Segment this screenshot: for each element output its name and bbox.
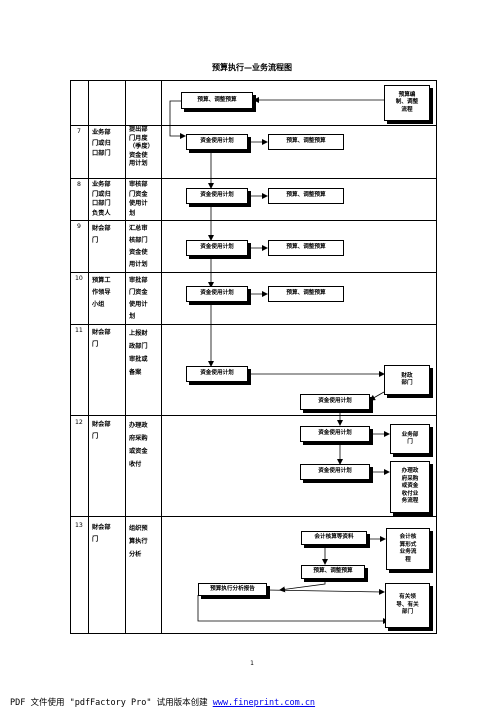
budget-adjust-box: 预算、调整预算 xyxy=(268,286,344,302)
row-divider xyxy=(70,415,437,416)
row-divider xyxy=(70,220,437,221)
step-number: 12 xyxy=(75,419,83,426)
budget-adjust-box: 预算、调整预算 xyxy=(268,240,344,256)
analysis-report-box: 预算执行分析报告 xyxy=(198,583,267,596)
task-cell: 提出部 门月度 （季度） 资金使 用计划 xyxy=(129,126,154,168)
fund-plan-box: 资金使用计划 xyxy=(186,134,248,150)
task-cell: 上报财 政部门 审批或 备案 xyxy=(129,330,148,376)
page-number: 1 xyxy=(250,660,254,667)
row-divider xyxy=(70,272,437,273)
step-number: 10 xyxy=(75,275,83,282)
column-divider xyxy=(88,80,89,634)
step-number: 8 xyxy=(77,181,81,188)
budget-compile-flow-box: 预算编 制、调整 流程 xyxy=(384,85,430,121)
procurement-flow-box: 办理政 府采购 或资金 收付业 务流程 xyxy=(390,461,430,513)
department-cell: 业务部 门或归 口部门 xyxy=(92,129,111,157)
flow-table xyxy=(70,80,437,634)
department-cell: 预算工 作领导 小组 xyxy=(92,277,111,308)
department-cell: 财会部 门 xyxy=(92,421,111,440)
fund-plan-box: 资金使用计划 xyxy=(300,394,370,410)
task-cell: 审批部 门资金 使用计 划 xyxy=(129,277,148,320)
task-cell: 汇总审 核部门 资金使 用计划 xyxy=(129,225,148,268)
fund-plan-box: 资金使用计划 xyxy=(186,188,248,204)
step-number: 7 xyxy=(77,128,81,135)
fund-plan-box: 资金使用计划 xyxy=(186,366,248,382)
footer-text: PDF 文件使用 "pdfFactory Pro" 试用版本创建 xyxy=(10,698,213,708)
task-cell: 组织预 算执行 分析 xyxy=(129,525,148,558)
department-cell: 财会部 门 xyxy=(92,329,111,348)
pdf-footer: PDF 文件使用 "pdfFactory Pro" 试用版本创建 www.fin… xyxy=(10,696,315,708)
budget-adjust-box: 预算、调整预算 xyxy=(268,134,344,150)
row-divider xyxy=(70,324,437,325)
accounting-flow-box: 会计核 算形式 业务流 程 xyxy=(386,528,430,570)
fund-plan-box: 资金使用计划 xyxy=(300,426,370,442)
step-number: 9 xyxy=(77,223,81,230)
task-cell: 审核部 门资金 使用计 划 xyxy=(129,181,148,217)
finance-dept-box: 财政 部门 xyxy=(384,365,430,395)
row-divider xyxy=(70,516,437,517)
business-dept-box: 业务部 门 xyxy=(390,424,430,454)
accounting-data-box: 会计核算等资料 xyxy=(301,531,367,545)
department-cell: 财会部 门 xyxy=(92,225,111,244)
department-cell: 业务部 门或归 口部门 负责人 xyxy=(92,181,111,217)
page-title: 预算执行—业务流程图 xyxy=(212,63,292,72)
step-number: 13 xyxy=(75,522,83,529)
budget-adjust-box: 预算、调整预算 xyxy=(181,92,253,109)
leaders-box: 有关领 导、有关 部门 xyxy=(385,583,430,628)
step-number: 11 xyxy=(75,327,83,334)
department-cell: 财会部 门 xyxy=(92,524,111,543)
fund-plan-box: 资金使用计划 xyxy=(186,286,248,302)
row-divider xyxy=(70,125,437,126)
column-divider xyxy=(125,80,126,634)
row-divider xyxy=(70,178,437,179)
footer-link[interactable]: www.fineprint.com.cn xyxy=(212,698,316,708)
budget-adjust-box: 预算、调整预算 xyxy=(268,188,344,204)
budget-adjust-box: 预算、调整预算 xyxy=(301,565,365,579)
column-divider xyxy=(161,80,162,634)
fund-plan-box: 资金使用计划 xyxy=(186,240,248,256)
fund-plan-box: 资金使用计划 xyxy=(300,464,370,480)
task-cell: 办理政 府采购 或资金 收付 xyxy=(129,422,148,468)
